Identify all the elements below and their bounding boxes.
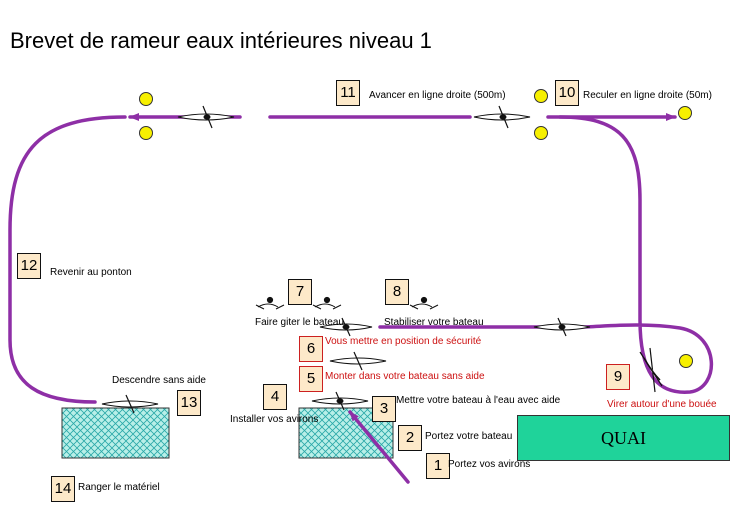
step-6-label: Vous mettre en position de sécurité xyxy=(325,336,482,347)
diagram-title: Brevet de rameur eaux intérieures niveau… xyxy=(10,28,432,53)
boat-step-9 xyxy=(639,347,663,393)
pontoon-left xyxy=(61,407,170,459)
step-13-label: Descendre sans aide xyxy=(112,375,206,386)
step-10-number: 10 xyxy=(555,80,579,106)
step-8-label: Stabiliser votre bateau xyxy=(384,317,484,328)
boat-top-right xyxy=(473,105,531,129)
step-6-number: 6 xyxy=(299,336,323,362)
step-5-label: Monter dans votre bateau sans aide xyxy=(325,371,485,382)
step-3-label: Mettre votre bateau à l'eau avec aide xyxy=(396,395,561,406)
step-11-label: Avancer en ligne droite (500m) xyxy=(369,90,506,101)
quai-dock: QUAI xyxy=(517,415,730,461)
boat-step-13 xyxy=(101,394,159,414)
step-14-number: 14 xyxy=(51,476,75,502)
boat-step-8 xyxy=(533,317,591,337)
boat-step-5 xyxy=(329,351,387,371)
buoys xyxy=(139,89,693,368)
boat-step-3 xyxy=(311,391,369,411)
step-3-number: 3 xyxy=(372,396,396,422)
step-4-label: Installer vos avirons xyxy=(230,414,319,425)
step-7-label: Faire giter le bateau xyxy=(255,317,344,328)
step-8-number: 8 xyxy=(385,279,409,305)
boat-step-7 xyxy=(319,317,373,337)
step-12-number: 12 xyxy=(17,253,41,279)
step-10-label: Reculer en ligne droite (50m) xyxy=(583,90,712,101)
step-2-label: Portez votre bateau xyxy=(425,431,513,442)
step-14-label: Ranger le matériel xyxy=(78,482,160,493)
step-11-number: 11 xyxy=(336,80,360,106)
step-7-number: 7 xyxy=(288,279,312,305)
step-12-label: Revenir au ponton xyxy=(50,267,132,278)
step-9-label: Virer autour d'une bouée xyxy=(607,399,717,410)
step-1-number: 1 xyxy=(426,453,450,479)
rower-figures xyxy=(255,296,439,310)
step-4-number: 4 xyxy=(263,384,287,410)
boat-top-left xyxy=(177,105,235,129)
step-13-number: 13 xyxy=(177,390,201,416)
step-5-number: 5 xyxy=(299,366,323,392)
boats xyxy=(101,105,663,414)
step-1-label: Portez vos avirons xyxy=(448,459,531,470)
step-9-number: 9 xyxy=(606,364,630,390)
step-2-number: 2 xyxy=(398,425,422,451)
